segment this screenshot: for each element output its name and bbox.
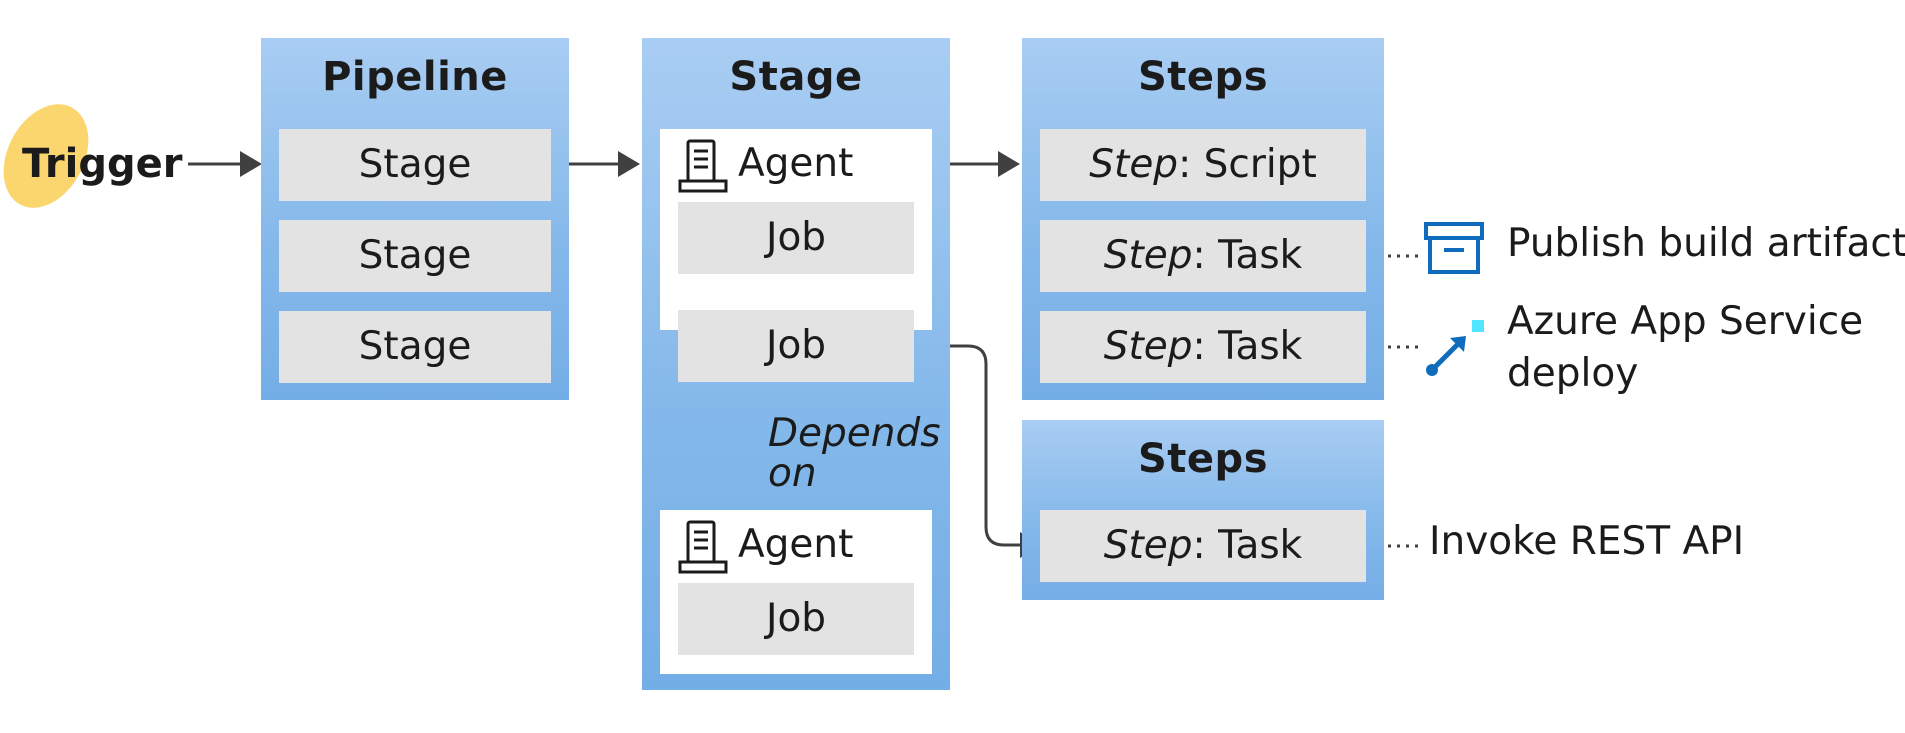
agent-card-1: Agent Job [660, 129, 932, 330]
depends-on-line2: on [768, 451, 817, 496]
server-icon [678, 139, 728, 193]
server-icon [678, 520, 728, 574]
arrowhead-stage [618, 151, 640, 177]
step-prefix: Step [1103, 324, 1193, 369]
callout-azure-line2: deploy [1507, 351, 1639, 396]
callout-rest: Invoke REST API [1429, 519, 1745, 564]
pipeline-stage-3: Stage [279, 311, 551, 383]
arrowhead-trigger [240, 151, 262, 177]
trigger-label: Trigger [22, 141, 183, 187]
steps-bottom-title: Steps [1138, 436, 1268, 482]
pipeline-stage-2: Stage [279, 220, 551, 292]
callout-publish: Publish build artifact [1507, 221, 1905, 266]
stage-panel: Stage Agent Job Job Depends on [642, 38, 950, 690]
depends-on-line1: Depends [768, 411, 941, 456]
steps-panel-top: Steps Step: Script Step: Task Step: Task [1022, 38, 1384, 400]
deploy-arrow-icon [1426, 320, 1484, 376]
steps-top-title: Steps [1138, 54, 1268, 100]
trigger-blob [3, 104, 89, 208]
step-task-azure: Step: Task [1040, 311, 1366, 383]
depends-on-label: Depends on [768, 414, 941, 494]
stage-title: Stage [729, 54, 863, 100]
agent-job-2: Job [678, 583, 914, 655]
step-task-rest: Step: Task [1040, 510, 1366, 582]
agent-job-1: Job [678, 202, 914, 274]
step-task-publish: Step: Task [1040, 220, 1366, 292]
pipeline-stage-1: Stage [279, 129, 551, 201]
step-rest: : Script [1178, 142, 1317, 187]
steps-panel-bottom: Steps Step: Task [1022, 420, 1384, 600]
step-rest: : Task [1192, 233, 1303, 278]
pipeline-title: Pipeline [322, 54, 508, 100]
callout-azure-line1: Azure App Service [1507, 299, 1864, 344]
step-script: Step: Script [1040, 129, 1366, 201]
pipeline-panel: Pipeline Stage Stage Stage [261, 38, 569, 400]
step-prefix: Step [1089, 142, 1179, 187]
arrow-job-to-bottom-steps [914, 344, 1024, 547]
step-rest: : Task [1192, 324, 1303, 369]
step-prefix: Step [1103, 523, 1193, 568]
arrowhead-agent [998, 151, 1020, 177]
step-rest: : Task [1192, 523, 1303, 568]
standalone-job: Job [678, 310, 914, 382]
agent-label-1: Agent [738, 141, 854, 186]
agent-card-2: Agent Job [660, 510, 932, 674]
archive-box-icon [1424, 222, 1484, 274]
agent-label-2: Agent [738, 522, 854, 567]
step-prefix: Step [1103, 233, 1193, 278]
